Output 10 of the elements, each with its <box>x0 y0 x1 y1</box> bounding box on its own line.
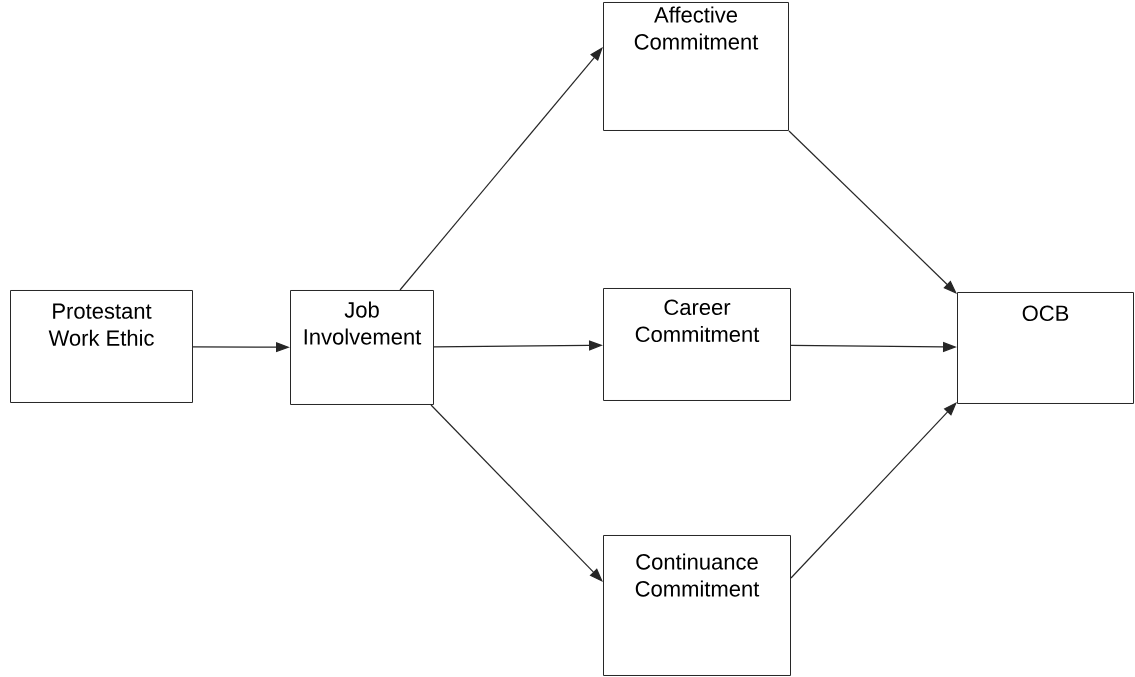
arrow <box>430 404 603 582</box>
arrow <box>399 47 603 291</box>
process-box: OCB <box>957 292 1134 404</box>
process-box: Career Commitment <box>603 288 791 401</box>
process-box: Job Involvement <box>290 290 434 405</box>
process-box: Continuance Commitment <box>603 535 791 676</box>
arrow <box>788 130 957 294</box>
process-box: Protestant Work Ethic <box>10 290 193 403</box>
process-box: Affective Commitment <box>603 2 789 131</box>
arrow <box>790 402 957 579</box>
